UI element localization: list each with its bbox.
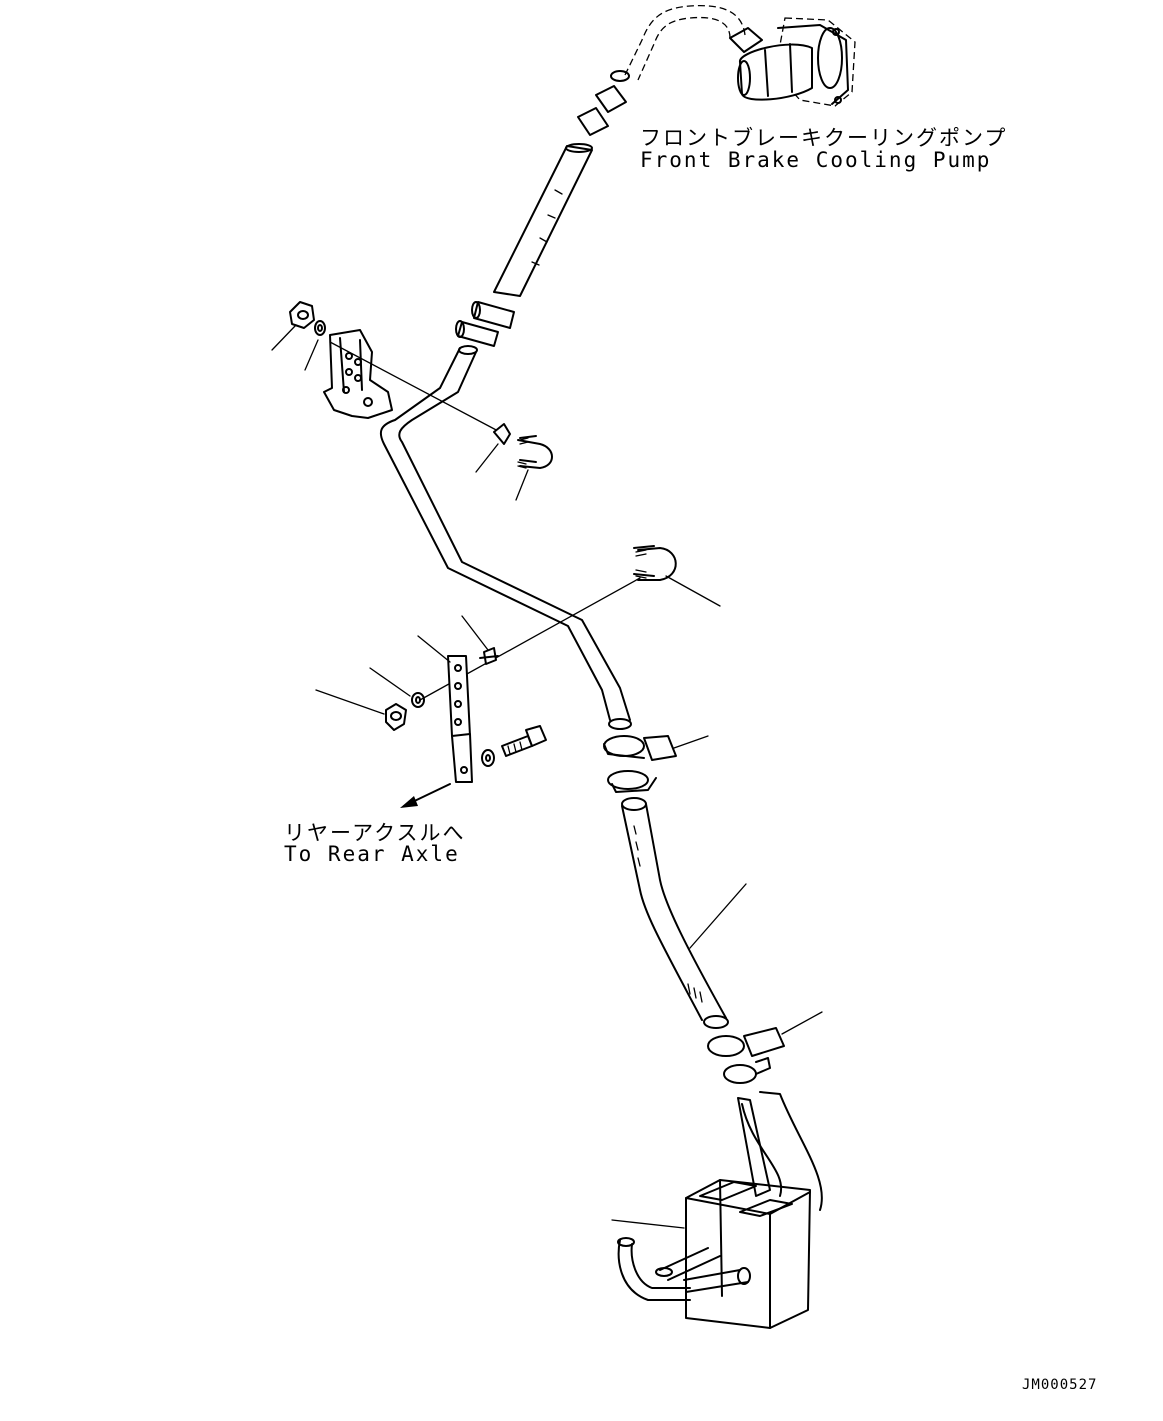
hose-clamp-middle bbox=[607, 770, 657, 793]
rear-axle-arrow bbox=[400, 783, 451, 808]
axle-label-en: To Rear Axle bbox=[284, 842, 460, 866]
washer-lower bbox=[411, 692, 425, 708]
bolt bbox=[481, 725, 547, 767]
mount-bracket bbox=[323, 329, 393, 419]
clip bbox=[479, 647, 499, 665]
pump-label-en: Front Brake Cooling Pump bbox=[640, 148, 992, 172]
washer-upper bbox=[314, 320, 326, 336]
u-bolt-lower bbox=[633, 545, 677, 581]
main-tube bbox=[379, 345, 632, 730]
hose-clamp-lower bbox=[707, 1027, 785, 1057]
upper-hose bbox=[455, 4, 746, 347]
drawing-number: JM000527 bbox=[1022, 1377, 1098, 1393]
strap-bracket bbox=[447, 655, 473, 783]
hose-clamp-upper bbox=[603, 735, 677, 761]
hose-clamp-bottom bbox=[723, 1057, 771, 1084]
nut-lower bbox=[385, 703, 407, 731]
brake-cooling-pump bbox=[729, 17, 856, 107]
pump-label-jp: フロントブレーキクーリングポンプ bbox=[640, 126, 1008, 150]
lower-hose bbox=[621, 797, 729, 1029]
axle-label-jp: リヤーアクスルへ bbox=[284, 821, 466, 845]
nut-upper bbox=[289, 301, 315, 329]
cooler-unit bbox=[617, 1091, 823, 1329]
u-bolt-upper bbox=[493, 423, 553, 469]
